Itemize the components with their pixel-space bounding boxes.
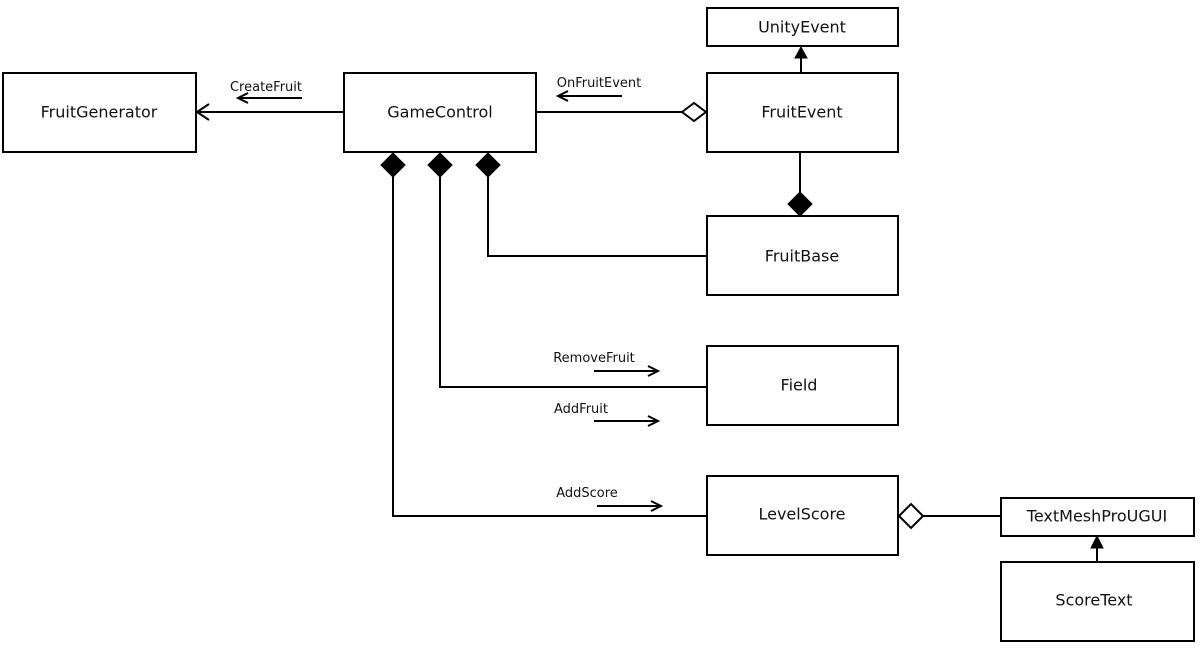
class-level-score[interactable]: LevelScore (706, 475, 899, 556)
class-name: FruitEvent (761, 103, 842, 122)
triangle-arrowhead-icon (1090, 534, 1104, 549)
class-fruit-base[interactable]: FruitBase (706, 215, 899, 296)
arrow-right-icon (647, 415, 661, 427)
composition-gamecontrol-fruitbase (487, 177, 707, 257)
class-game-control[interactable]: GameControl (343, 72, 537, 153)
class-score-text[interactable]: ScoreText (1000, 561, 1195, 642)
class-name: LevelScore (758, 505, 845, 524)
triangle-arrowhead-icon (794, 45, 808, 59)
message-arrows (235, 90, 664, 512)
message-label-create-fruit: CreateFruit (230, 80, 302, 95)
hollow-diamond-icon (897, 502, 925, 530)
class-fruit-event[interactable]: FruitEvent (706, 72, 899, 153)
class-name: UnityEvent (758, 18, 846, 37)
class-fruit-generator[interactable]: FruitGenerator (2, 72, 197, 153)
hollow-diamond-icon (680, 101, 708, 123)
connectors (195, 45, 1104, 562)
composition-gamecontrol-levelscore (392, 177, 707, 517)
message-label-remove-fruit: RemoveFruit (553, 351, 635, 366)
message-label-add-score: AddScore (556, 486, 618, 501)
class-text-mesh-pro-ugui[interactable]: TextMeshProUGUI (1000, 497, 1195, 537)
message-label-on-fruit-event: OnFruitEvent (557, 76, 642, 91)
filled-diamond-icon (380, 152, 406, 178)
arrow-right-icon (647, 365, 661, 377)
class-name: ScoreText (1055, 591, 1132, 610)
arrow-right-icon (650, 500, 664, 512)
message-label-add-fruit: AddFruit (554, 402, 608, 417)
filled-diamond-icon (427, 152, 453, 178)
class-name: GameControl (387, 103, 492, 122)
arrow-left-icon (555, 90, 569, 102)
class-field[interactable]: Field (706, 345, 899, 426)
class-unity-event[interactable]: UnityEvent (706, 7, 899, 47)
arrow-left-icon (235, 92, 249, 104)
class-name: Field (781, 376, 818, 395)
class-name: TextMeshProUGUI (1026, 507, 1167, 526)
class-name: FruitBase (765, 247, 839, 266)
filled-diamond-icon (787, 191, 813, 217)
class-name: FruitGenerator (41, 103, 158, 122)
filled-diamond-icon (475, 152, 501, 178)
composition-gamecontrol-field (439, 177, 707, 388)
